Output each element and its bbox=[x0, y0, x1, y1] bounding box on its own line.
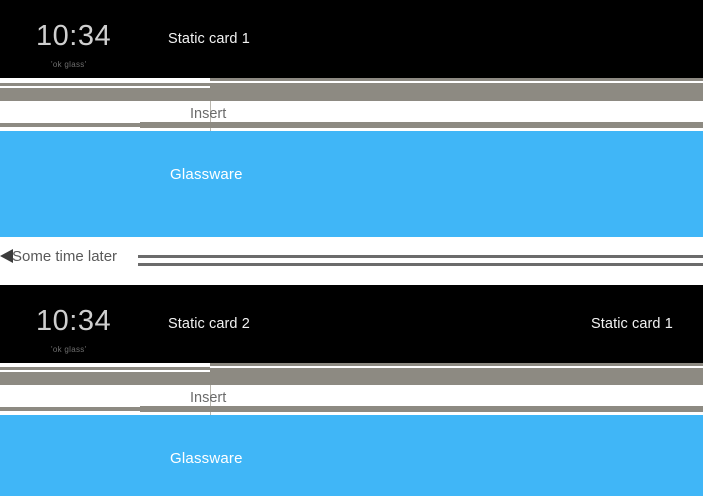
glass-card-strip-before: 10:34 'ok glass' Static card 1 bbox=[0, 0, 703, 78]
insert-label-before: Insert bbox=[190, 106, 227, 122]
clock-voice-hint-after: 'ok glass' bbox=[51, 345, 87, 354]
timeline-band-hairline-right-before bbox=[210, 81, 703, 83]
clock-time-after: 10:34 bbox=[36, 305, 112, 337]
static-card-1-label-after: Static card 1 bbox=[591, 316, 673, 332]
timeline-band-hairline-left-before bbox=[0, 86, 210, 88]
glassware-block-before bbox=[0, 131, 703, 237]
timeline-band-bottom-left-after bbox=[0, 407, 140, 411]
insert-divider-after bbox=[210, 385, 211, 415]
arrow-left-icon bbox=[0, 249, 13, 263]
time-separator-band bbox=[0, 237, 703, 285]
glassware-label-before: Glassware bbox=[170, 166, 243, 183]
timeline-band-bottom-left-before bbox=[0, 123, 140, 127]
insert-gap-after bbox=[0, 385, 703, 407]
static-card-2-label-after: Static card 2 bbox=[168, 316, 250, 332]
timeline-band-bottom-right-after bbox=[140, 406, 703, 412]
clock-time-before: 10:34 bbox=[36, 20, 112, 52]
insert-divider-before bbox=[210, 101, 211, 131]
timeline-band-bottom-right-before bbox=[140, 122, 703, 128]
insert-label-after: Insert bbox=[190, 390, 227, 406]
timeline-band-right-before bbox=[210, 78, 703, 101]
clock-voice-hint-before: 'ok glass' bbox=[51, 60, 87, 69]
timeline-band-right-after bbox=[210, 363, 703, 385]
glassware-block-after bbox=[0, 415, 703, 496]
static-card-1-label-before: Static card 1 bbox=[168, 31, 250, 47]
time-separator-rule-upper bbox=[138, 255, 703, 258]
time-separator-label: Some time later bbox=[12, 248, 118, 265]
timeline-band-hairline-left-after bbox=[0, 370, 210, 372]
glass-card-strip-after: 10:34 'ok glass' Static card 2 Static ca… bbox=[0, 285, 703, 363]
insert-gap-before bbox=[0, 101, 703, 123]
glassware-label-after: Glassware bbox=[170, 450, 243, 467]
time-separator-rule-lower bbox=[138, 263, 703, 266]
timeline-band-hairline-right-after bbox=[210, 366, 703, 368]
